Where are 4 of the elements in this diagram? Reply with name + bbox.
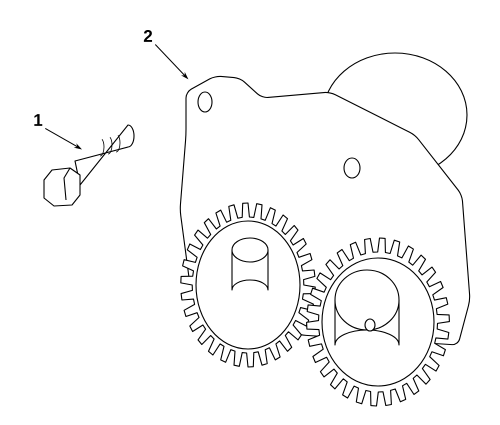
bolt-drawing <box>43 124 135 207</box>
pump-drawing <box>180 52 470 407</box>
callout-number: 2 <box>144 30 152 42</box>
callout-number: 1 <box>34 114 42 126</box>
